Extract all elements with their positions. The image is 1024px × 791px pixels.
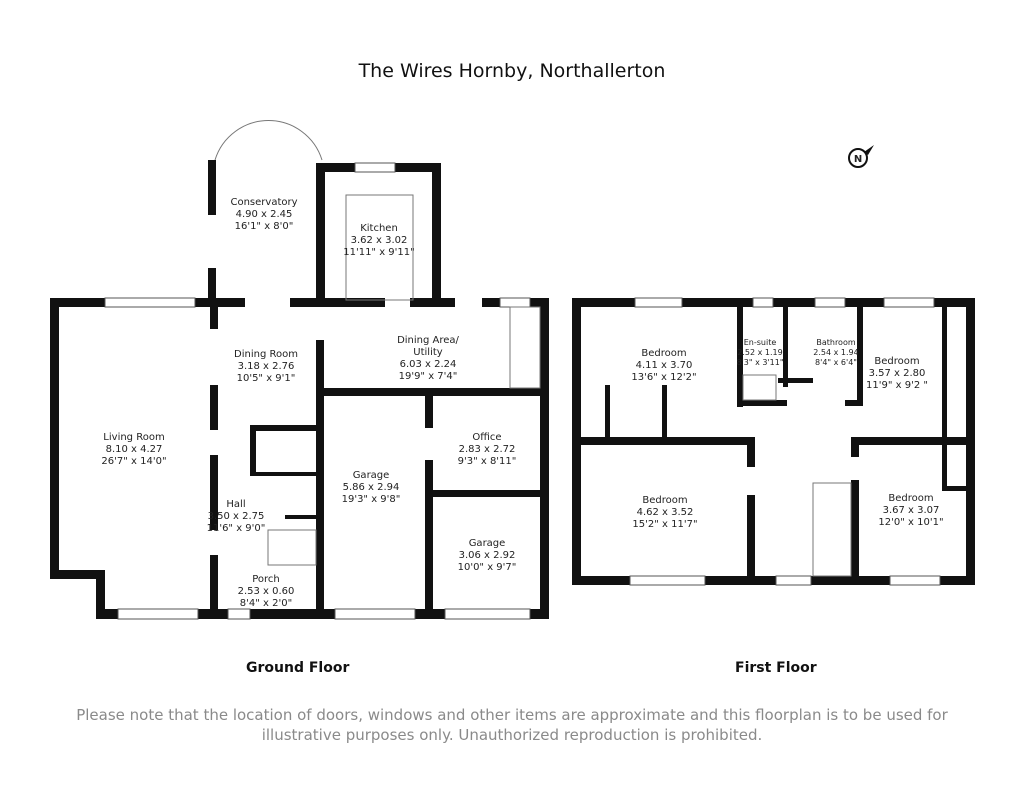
first-floor-label: First Floor: [735, 660, 817, 676]
room-dining-room: Dining Room 3.18 x 2.76 10'5" x 9'1": [234, 349, 298, 384]
room-label-text: 19'3" x 9'8": [342, 494, 401, 505]
room-label-text: 3.06 x 2.92: [459, 550, 516, 561]
room-label-text: 11'9" x 9'2 ": [866, 380, 928, 391]
room-bedroom-1: Bedroom 4.11 x 3.70 13'6" x 12'2": [631, 348, 696, 383]
room-label-text: 8'4" x 2'0": [240, 598, 292, 609]
room-label-text: Bedroom: [642, 495, 687, 506]
room-living-room: Living Room 8.10 x 4.27 26'7" x 14'0": [101, 432, 166, 467]
room-label-text: 8'3" x 3'11": [736, 358, 783, 367]
page-title: The Wires Hornby, Northallerton: [358, 60, 666, 82]
room-label-text: 19'9" x 7'4": [399, 371, 458, 382]
room-label-text: 2.53 x 0.60: [238, 586, 295, 597]
room-porch: Porch 2.53 x 0.60 8'4" x 2'0": [238, 574, 295, 609]
room-label-text: 10'5" x 9'1": [237, 373, 296, 384]
room-label-text: 15'2" x 11'7": [632, 519, 697, 530]
room-label-text: En-suite: [744, 338, 777, 347]
room-kitchen: Kitchen 3.62 x 3.02 11'11" x 9'11": [343, 223, 415, 258]
room-label-text: 2.54 x 1.94: [813, 348, 858, 357]
room-label-text: Living Room: [103, 432, 164, 443]
room-label-text: Garage: [353, 470, 390, 481]
room-bedroom-4: Bedroom 3.67 x 3.07 12'0" x 10'1": [878, 493, 943, 528]
room-label-text: 4.11 x 3.70: [636, 360, 693, 371]
room-label-text: Hall: [226, 499, 245, 510]
room-label-text: 6.03 x 2.24: [400, 359, 457, 370]
room-label-text: Bedroom: [888, 493, 933, 504]
room-bedroom-2: Bedroom 3.57 x 2.80 11'9" x 9'2 ": [866, 356, 928, 391]
room-label-text: 26'7" x 14'0": [101, 456, 166, 467]
room-label-text: 4.62 x 3.52: [637, 507, 694, 518]
room-label-text: Kitchen: [360, 223, 398, 234]
room-label-text: Porch: [252, 574, 280, 585]
ground-floor-walls: [50, 120, 549, 620]
room-label-text: Dining Room: [234, 349, 298, 360]
room-dining-area-utility: Dining Area/ Utility 6.03 x 2.24 19'9" x…: [397, 335, 459, 382]
room-label-text: 8.10 x 4.27: [106, 444, 163, 455]
room-label-text: 13'6" x 12'2": [631, 372, 696, 383]
room-garage-small: Garage 3.06 x 2.92 10'0" x 9'7": [458, 538, 517, 573]
room-label-text: 11'6" x 9'0": [207, 523, 266, 534]
room-label-text: 4.90 x 2.45: [236, 209, 293, 220]
room-hall: Hall 3.50 x 2.75 11'6" x 9'0": [207, 499, 266, 534]
room-label-text: 11'11" x 9'11": [343, 247, 415, 258]
compass-label: N: [854, 154, 862, 165]
compass-north-icon: N: [848, 145, 874, 168]
room-label-text: 3.62 x 3.02: [351, 235, 408, 246]
room-label-text: 12'0" x 10'1": [878, 517, 943, 528]
room-label-text: Dining Area/: [397, 335, 459, 346]
room-label-text: Garage: [469, 538, 506, 549]
room-label-text: 8'4" x 6'4": [815, 358, 857, 367]
room-en-suite: En-suite 2.52 x 1.19 8'3" x 3'11": [736, 338, 783, 367]
room-label-text: 3.18 x 2.76: [238, 361, 295, 372]
first-floor-walls: [572, 297, 975, 586]
room-label-text: 3.50 x 2.75: [208, 511, 265, 522]
room-label-text: Conservatory: [230, 197, 297, 208]
room-label-text: 2.52 x 1.19: [737, 348, 782, 357]
room-conservatory: Conservatory 4.90 x 2.45 16'1" x 8'0": [230, 197, 297, 232]
room-garage-main: Garage 5.86 x 2.94 19'3" x 9'8": [342, 470, 401, 505]
room-label-text: Bedroom: [874, 356, 919, 367]
room-bathroom: Bathroom 2.54 x 1.94 8'4" x 6'4": [813, 338, 858, 367]
room-label-text: 9'3" x 8'11": [458, 456, 517, 467]
room-label-text: 3.67 x 3.07: [883, 505, 940, 516]
room-label-text: Bathroom: [816, 338, 856, 347]
room-label-text: 3.57 x 2.80: [869, 368, 926, 379]
ground-floor-label: Ground Floor: [246, 660, 350, 676]
room-label-text: Bedroom: [641, 348, 686, 359]
room-office: Office 2.83 x 2.72 9'3" x 8'11": [458, 432, 517, 467]
room-label-text: 16'1" x 8'0": [235, 221, 294, 232]
room-label-text: Office: [472, 432, 501, 443]
room-label-text: Utility: [413, 347, 442, 358]
room-label-text: 2.83 x 2.72: [459, 444, 516, 455]
disclaimer: Please note that the location of doors, …: [76, 706, 948, 744]
room-label-text: 10'0" x 9'7": [458, 562, 517, 573]
room-bedroom-3: Bedroom 4.62 x 3.52 15'2" x 11'7": [632, 495, 697, 530]
room-label-text: 5.86 x 2.94: [343, 482, 400, 493]
